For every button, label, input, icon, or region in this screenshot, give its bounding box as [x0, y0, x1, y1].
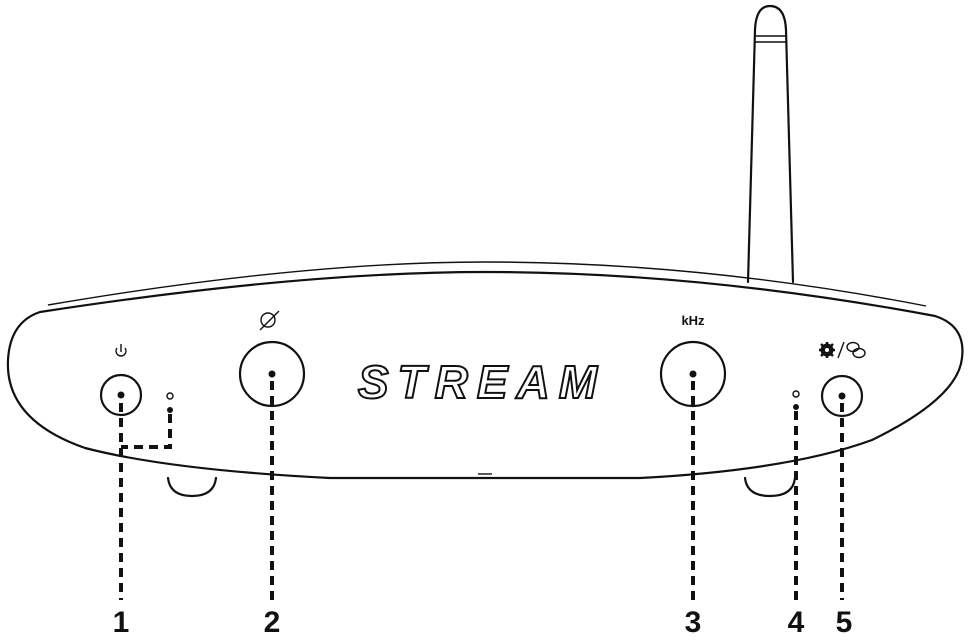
callout-number-4: 4 — [788, 606, 805, 639]
callout-number-2: 2 — [264, 606, 281, 639]
sample-rate-knob[interactable] — [659, 340, 727, 408]
gear-icon — [819, 342, 835, 358]
power-button[interactable] — [99, 373, 143, 417]
settings-pairing-button[interactable] — [820, 374, 864, 418]
antenna — [746, 4, 795, 284]
power-led — [166, 392, 174, 413]
callout-line-1-led — [121, 414, 172, 449]
khz-label: kHz — [681, 313, 705, 328]
device-body — [6, 261, 964, 480]
callout-number-3: 3 — [685, 606, 702, 639]
input-select-knob[interactable] — [238, 340, 306, 408]
right-foot — [743, 476, 797, 498]
power-icon — [115, 344, 127, 357]
icon-separator — [837, 341, 845, 359]
input-select-icon — [259, 310, 280, 331]
brand-logo: STREAM — [358, 356, 606, 408]
link-icon — [846, 341, 866, 359]
left-foot — [166, 476, 218, 498]
callout-number-5: 5 — [836, 606, 853, 639]
status-led — [792, 390, 800, 410]
callout-number-1: 1 — [113, 606, 130, 639]
